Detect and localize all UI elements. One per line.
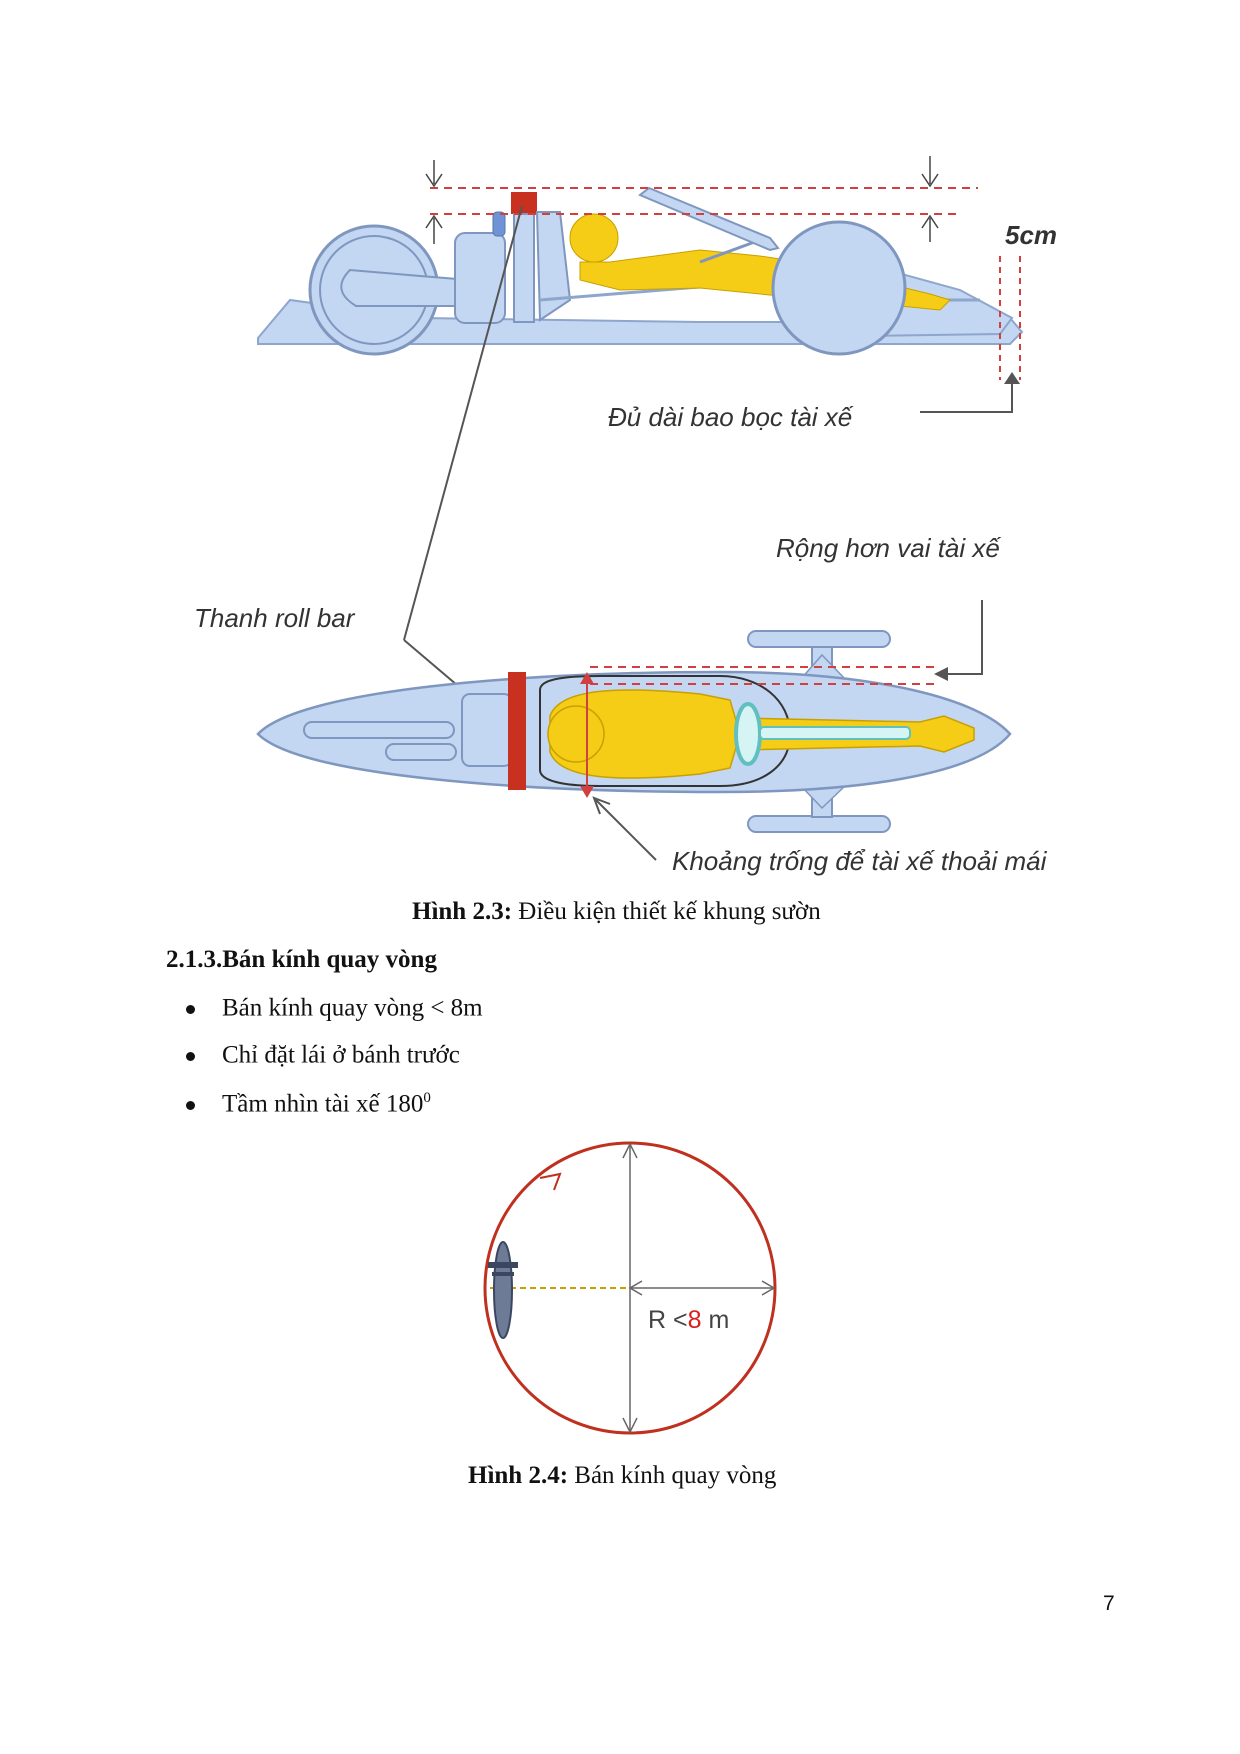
- label-5cm: 5cm: [1005, 220, 1057, 250]
- radius-label: R <8 m: [648, 1306, 729, 1334]
- bullet-icon: [186, 1005, 195, 1014]
- label-space: Khoảng trống để tài xế thoải mái: [672, 846, 1048, 876]
- vehicle-icon: [488, 1241, 518, 1339]
- label-rollbar: Thanh roll bar: [194, 603, 356, 633]
- car-top-view: [256, 600, 1012, 861]
- bullet-icon: [186, 1052, 195, 1061]
- label-length: Đủ dài bao bọc tài xế: [608, 402, 854, 432]
- figure-2-3-caption: Hình 2.3: Điều kiện thiết kế khung sườn: [412, 898, 821, 925]
- car-side-view: [257, 156, 1024, 413]
- label-width: Rộng hơn vai tài xế: [776, 533, 1001, 563]
- figure-2-4-caption: Hình 2.4: Bán kính quay vòng: [468, 1462, 777, 1489]
- figure-turning-radius: R <8 m: [483, 1141, 777, 1435]
- figure-frame-design: 5cm Đủ dài bao bọc tài xế Rộng hơn vai t…: [194, 156, 1057, 876]
- page-number: 7: [1103, 1592, 1115, 1615]
- section-heading: 2.1.3.Bán kính quay vòng: [166, 946, 437, 973]
- bullet-icon: [186, 1101, 195, 1110]
